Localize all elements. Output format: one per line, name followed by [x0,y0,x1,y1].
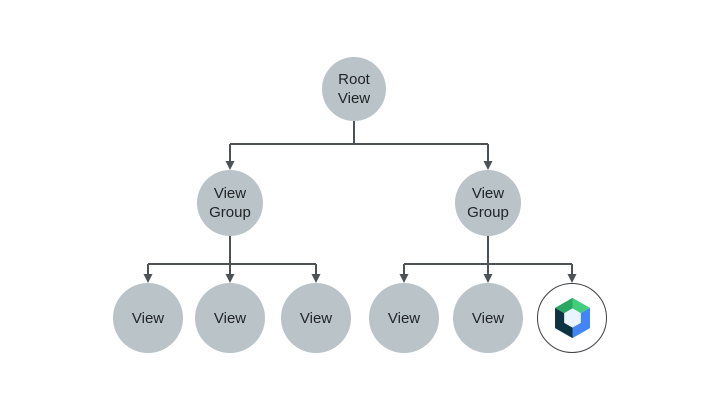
arrowhead [143,274,153,283]
arrowhead [399,274,409,283]
arrowhead [225,274,235,283]
node-view-group-right: View Group [455,170,521,236]
connector-path [147,121,573,275]
node-view-group-left: View Group [197,170,263,236]
node-compose-leaf [537,283,607,353]
arrowhead [483,274,493,283]
arrowhead [483,161,493,170]
jetpack-compose-logo-icon [554,297,590,339]
arrowhead [567,274,577,283]
node-view-leaf: View [281,283,351,353]
node-view-leaf: View [113,283,183,353]
node-view-leaf: View [369,283,439,353]
node-view-leaf: View [453,283,523,353]
arrowhead [311,274,321,283]
arrowhead [225,161,235,170]
node-root-view: Root View [322,57,386,121]
node-view-leaf: View [195,283,265,353]
